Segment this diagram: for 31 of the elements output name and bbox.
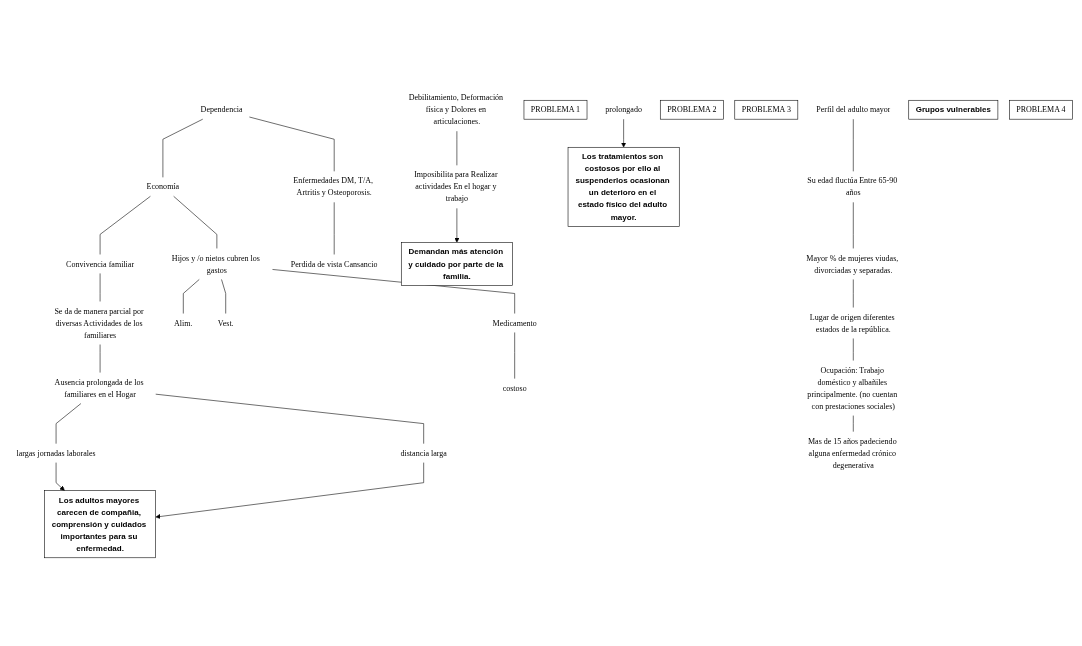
node-text: largas jornadas laborales bbox=[16, 448, 96, 458]
node-text: Mas de 15 años padeciendo alguna enfermedad crónico degenerativa bbox=[807, 436, 897, 470]
node-text: Medicamento bbox=[492, 318, 537, 328]
node-box: PROBLEMA 2 bbox=[660, 99, 724, 120]
node-text: Ocupación: Trabajo doméstico y albañiles principalmente. (no cuentan con prestaciones sociales) bbox=[807, 365, 898, 411]
node-text: Economía bbox=[146, 182, 180, 192]
node-text: costoso bbox=[502, 383, 527, 393]
node-text: Debilitamiento, Deformación física y Dolores en articulaciones. bbox=[408, 93, 504, 127]
node-text: Imposibilita para Realizar actividades En el hogar y trabajo bbox=[414, 170, 498, 204]
node-text: Mayor % de mujeres viudas, divorciadas y separadas. bbox=[806, 253, 899, 275]
node-text: Perfil del adulto mayor bbox=[816, 105, 891, 115]
node-text: prolongado bbox=[605, 105, 642, 115]
node-text: Lugar de origen diferentes estados de la república. bbox=[809, 312, 895, 334]
node-text: Ausencia prolongada de los familiares en el Hogar bbox=[54, 377, 144, 399]
node-text: Perdida de vista Cansancio bbox=[290, 259, 378, 269]
node-text: Se da de manera parcial por diversas Actividades de los familiares bbox=[54, 306, 144, 340]
node-text: Convivencia familiar bbox=[66, 259, 135, 269]
node-box: Grupos vulnerables bbox=[908, 99, 999, 120]
node-text: Dependencia bbox=[200, 105, 243, 115]
node-text: Enfermedades DM, T/A, Artritis y Osteoporosis. bbox=[293, 176, 374, 198]
node-box: PROBLEMA 4 bbox=[1009, 99, 1073, 120]
node-text: Su edad fluctúa Entre 65-90 años bbox=[807, 176, 898, 198]
node-text: Alim. bbox=[174, 318, 193, 328]
node-box: Demandan más atención y cuidado por parte de la familia. bbox=[401, 242, 513, 286]
node-box: Los adultos mayores carecen de compañia, comprensión y cuidados importantes para su enfermedad. bbox=[44, 490, 156, 559]
node-text: distancia larga bbox=[400, 448, 447, 458]
node-text: Vest. bbox=[217, 318, 234, 328]
node-text: Hijos y /o nietos cubren los gastos bbox=[171, 253, 260, 275]
node-box: Los tratamientos son costosos por ello al suspenderlos ocasionan un deterioro en el estado físico del adulto mayor. bbox=[567, 147, 680, 227]
node-box: PROBLEMA 1 bbox=[523, 99, 588, 120]
node-box: PROBLEMA 3 bbox=[734, 99, 799, 120]
